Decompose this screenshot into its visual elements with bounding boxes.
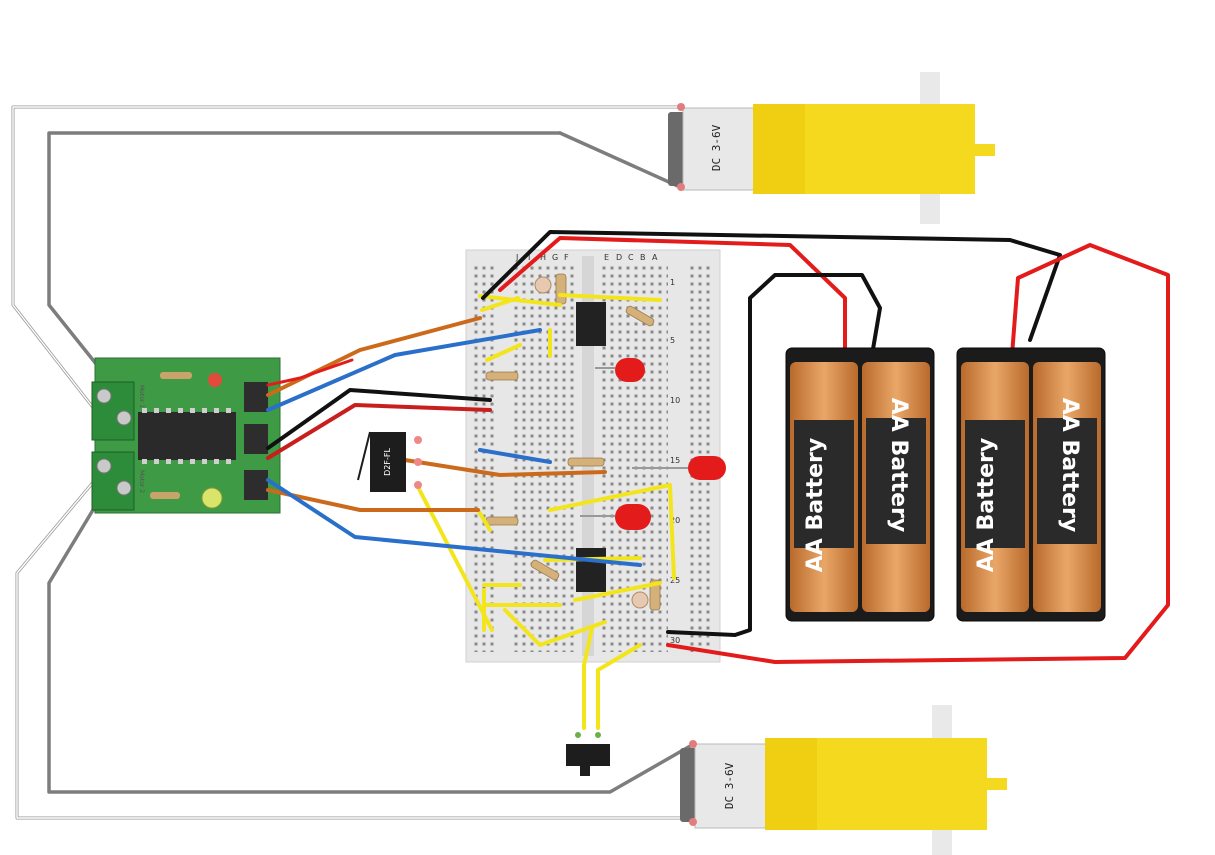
limit-switch: D2F-FL	[357, 431, 422, 492]
svg-text:B: B	[640, 253, 646, 262]
breadboard-row-letters: J I H G F E D C B A	[515, 253, 658, 262]
resistor	[485, 516, 519, 526]
svg-text:E: E	[604, 253, 609, 262]
svg-text:20: 20	[670, 516, 680, 525]
driver-motor2-label: Motor 2	[138, 470, 145, 493]
photoresistor	[534, 276, 552, 294]
resistor	[649, 579, 661, 611]
driver-motor1-label: Motor 1	[138, 385, 145, 408]
svg-text:D: D	[616, 253, 622, 262]
led-3	[580, 504, 651, 530]
signal-wires	[266, 316, 642, 567]
photoresistor	[631, 591, 649, 609]
svg-text:I: I	[528, 253, 530, 262]
led-2	[632, 456, 726, 480]
resistor	[625, 305, 655, 327]
svg-text:10: 10	[670, 396, 680, 405]
battery-label: AA Battery	[1057, 398, 1082, 532]
svg-text:A: A	[652, 253, 658, 262]
svg-text:J: J	[515, 253, 518, 262]
svg-text:25: 25	[670, 576, 680, 585]
motor-wires	[11, 105, 694, 820]
resistor	[555, 273, 567, 305]
svg-text:5: 5	[670, 336, 675, 345]
slide-switch	[566, 732, 610, 776]
battery-holder-right: AA Battery AA Battery	[956, 347, 1106, 622]
led-1	[595, 358, 645, 382]
battery-label: AA Battery	[803, 438, 828, 572]
svg-text:H: H	[540, 253, 546, 262]
top-motor-label: DC 3-6V	[710, 124, 723, 171]
svg-text:15: 15	[670, 456, 680, 465]
battery-label: AA Battery	[974, 438, 999, 572]
power-wires	[481, 230, 1170, 664]
resistor	[567, 457, 605, 467]
top-motor: DC 3-6V	[668, 72, 995, 224]
svg-text:30: 30	[670, 636, 680, 645]
svg-text:G: G	[552, 253, 558, 262]
battery-holder-left: AA Battery AA Battery	[785, 347, 935, 622]
breadboard-col-numbers: 1 5 10 15 20 25 30	[670, 278, 680, 645]
ic-top	[576, 302, 606, 346]
svg-text:F: F	[564, 253, 569, 262]
ic-bottom	[576, 548, 606, 592]
svg-text:1: 1	[670, 278, 675, 287]
limit-switch-label: D2F-FL	[383, 448, 392, 476]
battery-label: AA Battery	[886, 398, 911, 532]
bottom-motor: DC 3-6V	[680, 705, 1007, 855]
motor-driver-board: Motor 1 Motor 2	[91, 357, 281, 514]
svg-text:C: C	[628, 253, 634, 262]
bottom-motor-label: DC 3-6V	[723, 762, 736, 809]
resistor	[485, 371, 519, 381]
resistor	[530, 559, 560, 581]
